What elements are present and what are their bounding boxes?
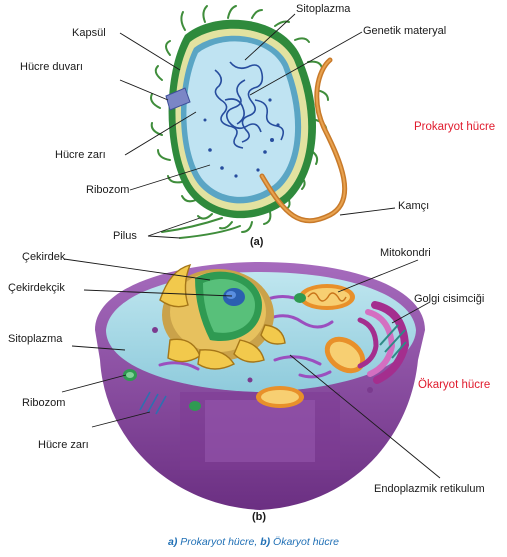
label-mitokondri: Mitokondri <box>380 247 431 260</box>
figure-a-letter: (a) <box>250 236 263 249</box>
prokaryote-cytoplasm <box>186 41 295 197</box>
figure-caption: a) Prokaryot hücre, b) Ökaryot hücre <box>0 536 507 548</box>
figure-b-letter: (b) <box>252 511 266 524</box>
label-endoplazmik-retikulum: Endoplazmik retikulum <box>374 483 485 496</box>
prokaryote-title: Prokaryot hücre <box>414 121 495 134</box>
eukaryote-cell <box>95 262 425 510</box>
label-hucre-duvari: Hücre duvarı <box>20 61 83 74</box>
label-golgi: Golgi cisimciği <box>414 293 484 306</box>
label-ribozom-a: Ribozom <box>86 184 129 197</box>
label-sitoplazma-b: Sitoplazma <box>8 333 62 346</box>
label-pilus: Pilus <box>113 230 137 243</box>
caption-b-letter: b) <box>260 536 270 548</box>
caption-a-letter: a) <box>168 536 177 548</box>
label-kamci: Kamçı <box>398 200 429 213</box>
label-hucre-zari-a: Hücre zarı <box>55 149 106 162</box>
label-cekirdek: Çekirdek <box>22 251 65 264</box>
eukaryote-title: Ökaryot hücre <box>418 379 490 392</box>
caption-a-text: Prokaryot hücre, <box>177 536 257 548</box>
label-ribozom-b: Ribozom <box>22 397 65 410</box>
label-cekirdekcik: Çekirdekçik <box>8 282 65 295</box>
label-hucre-zari-b: Hücre zarı <box>38 439 89 452</box>
caption-b-text: Ökaryot hücre <box>270 536 339 548</box>
label-kapsul: Kapsül <box>72 27 106 40</box>
label-sitoplazma-a: Sitoplazma <box>296 3 350 16</box>
label-genetik-materyal: Genetik materyal <box>363 25 446 38</box>
